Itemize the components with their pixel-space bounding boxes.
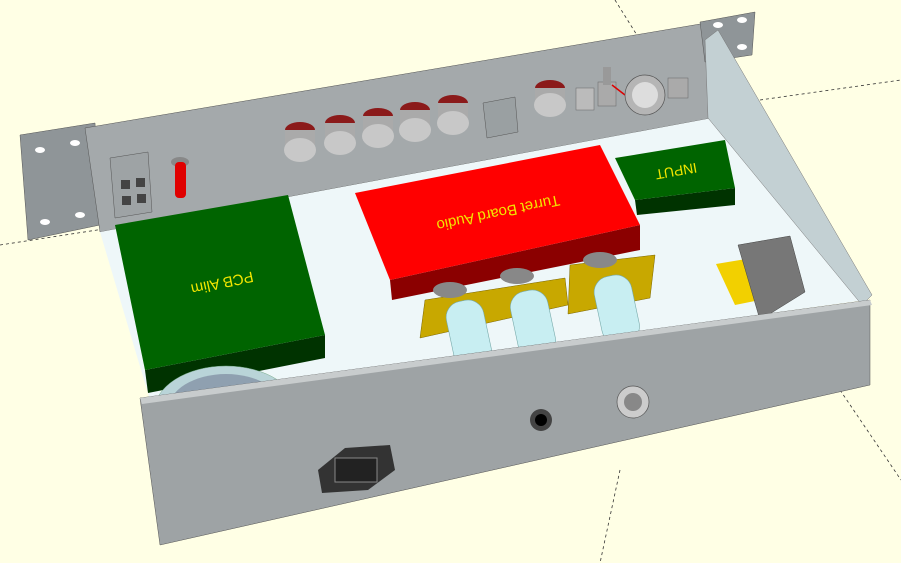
front-wall-top-edge — [140, 300, 872, 404]
input-board-label: INPUT — [654, 160, 699, 183]
red-toggle-switch — [171, 157, 189, 198]
pcb-alim-board: PCB Alim — [115, 195, 325, 393]
knob — [324, 115, 356, 155]
rear-knobs — [284, 80, 566, 162]
turret-board: Turret Board Audio — [355, 145, 640, 300]
input-board: INPUT — [615, 140, 735, 215]
headphone-jack — [530, 409, 552, 431]
multipin-connector — [624, 74, 689, 116]
power-switch — [109, 151, 153, 219]
xlr-connector — [616, 385, 650, 419]
knob — [284, 122, 316, 162]
rear-small-parts — [575, 67, 626, 111]
rear-connector-box — [482, 96, 519, 139]
knob — [534, 80, 566, 117]
right-side-wall — [704, 29, 873, 306]
knob — [362, 108, 394, 148]
tube — [583, 252, 640, 344]
knob — [437, 95, 469, 135]
knob — [399, 102, 431, 142]
rack-holes — [35, 17, 747, 225]
right-transformer — [716, 235, 806, 321]
iec-power-socket — [318, 445, 395, 493]
tube — [500, 268, 556, 359]
